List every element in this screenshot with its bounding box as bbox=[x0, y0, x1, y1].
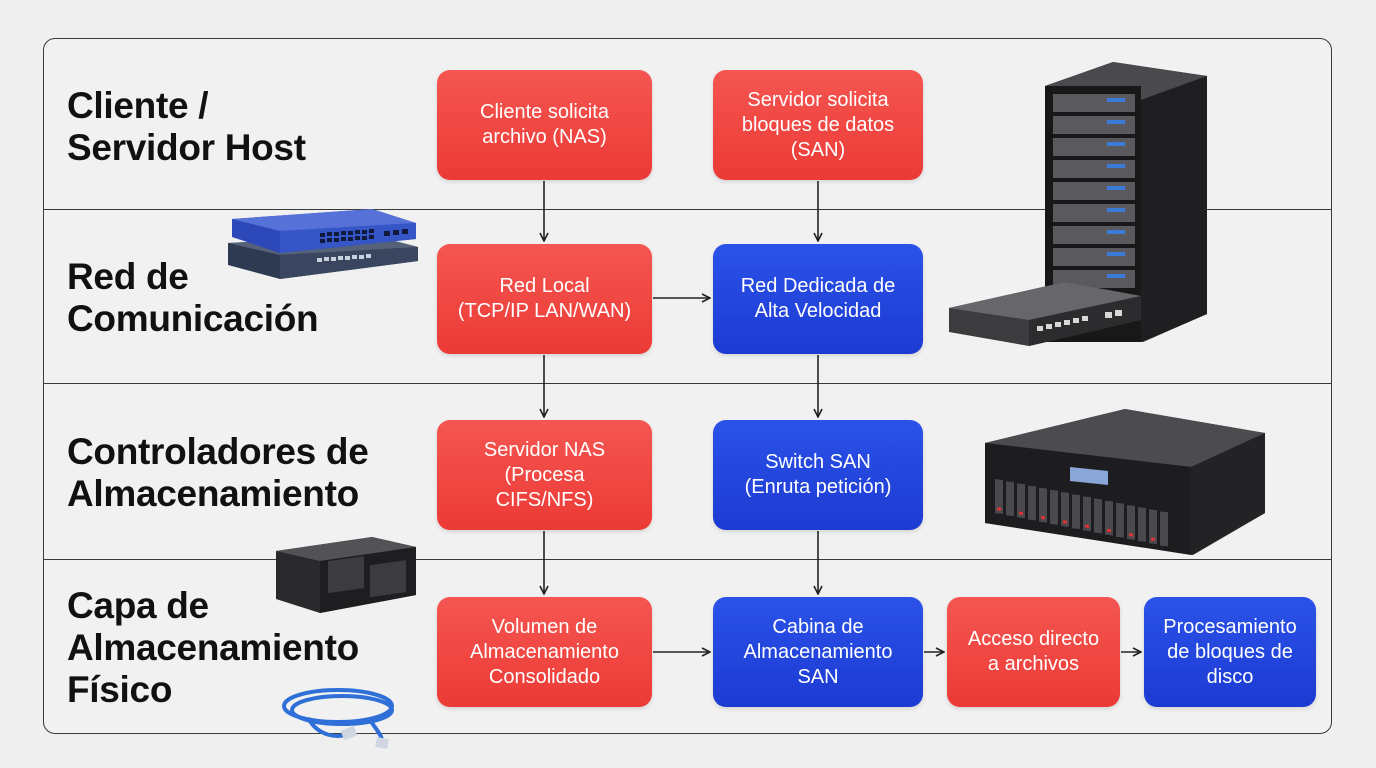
node-san-array: Cabina de Almacenamiento SAN bbox=[713, 597, 923, 707]
layer-title-controllers: Controladores de Almacenamiento bbox=[67, 431, 369, 514]
node-nas-request: Cliente solicita archivo (NAS) bbox=[437, 70, 652, 180]
node-block-processing: Procesamiento de bloques de disco bbox=[1144, 597, 1316, 707]
storage-server-icon bbox=[985, 409, 1265, 555]
node-local-network: Red Local (TCP/IP LAN/WAN) bbox=[437, 244, 652, 354]
network-switch-icon bbox=[228, 209, 418, 279]
node-consolidated-volume: Volumen de Almacenamiento Consolidado bbox=[437, 597, 652, 707]
node-san-request: Servidor solicita bloques de datos (SAN) bbox=[713, 70, 923, 180]
node-dedicated-network: Red Dedicada de Alta Velocidad bbox=[713, 244, 923, 354]
layer-title-network: Red de Comunicación bbox=[67, 256, 319, 339]
layer-title-physical-storage: Capa de Almacenamiento Físico bbox=[67, 585, 359, 710]
node-nas-server: Servidor NAS (Procesa CIFS/NFS) bbox=[437, 420, 652, 530]
layer-divider bbox=[43, 559, 1332, 560]
server-rack-icon bbox=[949, 62, 1207, 346]
ethernet-cable-icon bbox=[282, 688, 394, 749]
nas-enclosure-icon bbox=[276, 537, 416, 613]
node-file-access: Acceso directo a archivos bbox=[947, 597, 1120, 707]
layer-divider bbox=[43, 209, 1332, 210]
layer-title-client-host: Cliente / Servidor Host bbox=[67, 85, 306, 168]
node-san-switch: Switch SAN (Enruta petición) bbox=[713, 420, 923, 530]
layer-divider bbox=[43, 383, 1332, 384]
